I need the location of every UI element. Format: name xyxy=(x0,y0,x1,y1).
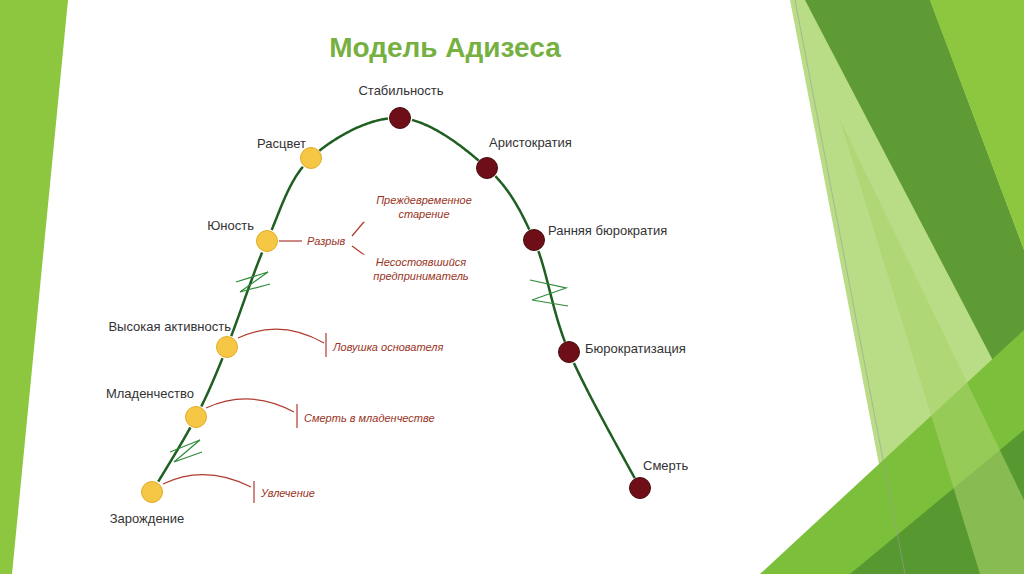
life-cycle-curve xyxy=(201,358,222,406)
life-cycle-curve xyxy=(319,118,388,150)
thin-line xyxy=(795,0,905,574)
trap-bar xyxy=(296,404,297,428)
trap-bar xyxy=(325,333,326,357)
diagram-title: Модель Адизеса xyxy=(329,32,561,64)
break-symbol xyxy=(170,440,202,462)
stage-dot: Высокая активность xyxy=(216,336,238,358)
annotation-note: Разрыв xyxy=(305,234,347,248)
trap-bar xyxy=(253,481,254,503)
stage-dot: Юность xyxy=(256,230,278,252)
stage-dot: Ранняя бюрократия xyxy=(523,229,545,251)
stage-dot: Аристократия xyxy=(476,157,498,179)
stage-dot: Смерть xyxy=(629,477,651,499)
stage-dot: Зарождение xyxy=(141,481,163,503)
stage-dot: Бюрократизация xyxy=(558,341,580,363)
life-cycle-curve xyxy=(158,427,190,481)
annotation-note: Ловушка основателя xyxy=(331,340,445,354)
stage-label: Юность xyxy=(207,218,254,233)
stage-label: Стабильность xyxy=(358,83,443,98)
annotation-note: Несостоявшийся предприниматель xyxy=(359,255,483,284)
left-stripe xyxy=(0,0,68,574)
stage-label: Бюрократизация xyxy=(585,341,686,356)
leader-line xyxy=(279,240,302,241)
annotation-note: Увлечение xyxy=(259,486,317,500)
life-cycle-curve xyxy=(412,120,479,161)
right-panel xyxy=(930,0,1024,250)
stage-label: Смерть xyxy=(643,458,688,473)
break-symbol xyxy=(530,280,568,306)
stage-label: Аристократия xyxy=(489,135,572,150)
trap-arc xyxy=(206,399,294,412)
trap-arc xyxy=(163,475,251,487)
trap-arc xyxy=(238,329,324,343)
stage-label: Высокая активность xyxy=(108,319,231,334)
break-symbol xyxy=(236,272,270,292)
life-cycle-curve xyxy=(574,363,635,478)
annotation-note: Смерть в младенчестве xyxy=(302,411,437,425)
stage-label: Младенчество xyxy=(106,386,194,401)
stage-label: Расцвет xyxy=(257,136,306,151)
right-panel xyxy=(840,120,1024,574)
stage-dot: Стабильность xyxy=(389,107,411,129)
annotation-note: Преждевременное старение xyxy=(362,193,486,222)
life-cycle-curve xyxy=(231,253,262,337)
life-cycle-curve xyxy=(272,167,303,230)
life-cycle-curve xyxy=(495,176,529,229)
stage-dot: Младенчество xyxy=(185,406,207,428)
stage-dot: Расцвет xyxy=(300,147,322,169)
stage-label: Зарождение xyxy=(110,511,185,526)
stage-label: Ранняя бюрократия xyxy=(548,223,667,238)
